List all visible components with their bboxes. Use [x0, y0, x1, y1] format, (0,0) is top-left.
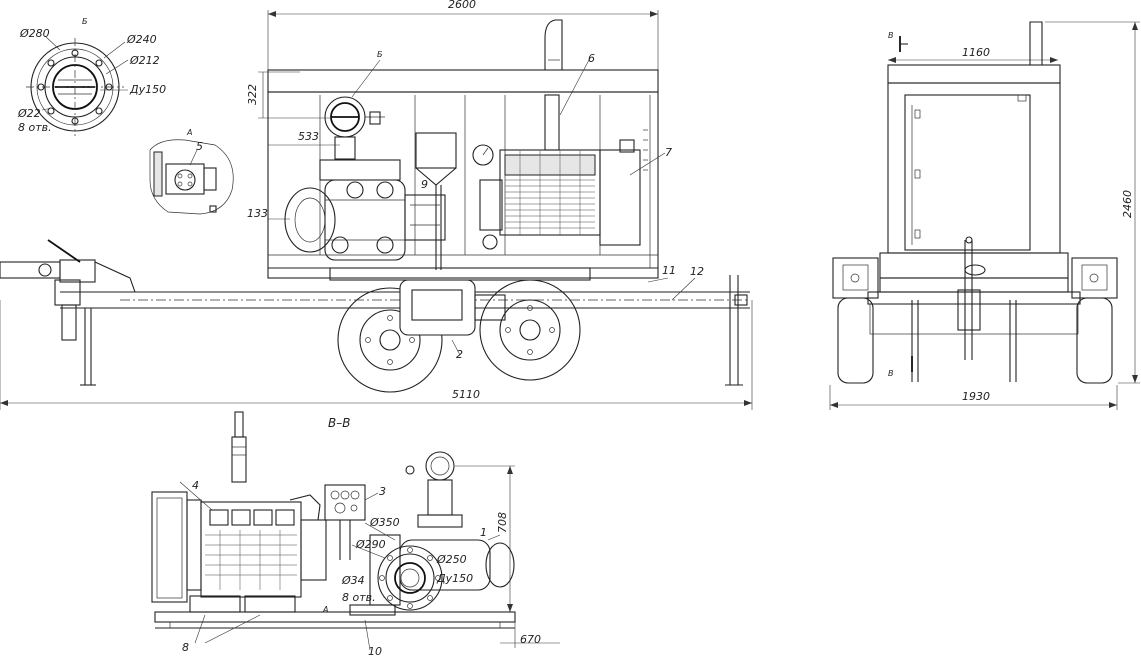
flange-d280-label: Ø280 [19, 27, 50, 40]
callout-9: 9 [421, 178, 428, 191]
section-engine-details [205, 509, 297, 590]
flange-bolt-holes [37, 49, 113, 125]
dim-708: 708 [496, 512, 509, 533]
dim-322: 322 [246, 84, 259, 105]
flange-d22-label: Ø22 [17, 107, 41, 120]
flange-dn150-label: Ду150 [129, 83, 166, 96]
dim-2460: 2460 [1121, 190, 1134, 218]
section-d250: Ø250 [436, 553, 467, 566]
callout-3: 3 [379, 485, 386, 498]
section-mark-bottom: В [888, 369, 894, 378]
callout-12: 12 [690, 265, 704, 278]
callout-2: 2 [456, 348, 463, 361]
flange-d212-label: Ø212 [129, 54, 160, 67]
dim-2600: 2600 [448, 0, 476, 11]
section-d350: Ø350 [369, 516, 400, 529]
flange-d240-label: Ø240 [126, 33, 157, 46]
callout-8: 8 [182, 641, 189, 654]
section-mark-top: В [888, 31, 894, 40]
callout-11: 11 [662, 264, 676, 277]
dim-1160: 1160 [962, 46, 990, 59]
section-title: В–В [328, 416, 350, 430]
detail-a: А 5 [149, 128, 234, 215]
section-view-letter-a: А [322, 605, 328, 614]
side-view: 2600 322 533 133 Б [0, 0, 753, 410]
callout-1: 1 [480, 526, 487, 539]
dim-533: 533 [298, 130, 319, 143]
flange-holes-label: 8 отв. [18, 121, 52, 134]
callout-6: 6 [588, 52, 595, 65]
engine-cylinder-fins [505, 150, 595, 235]
flange-view-letter: Б [82, 17, 88, 26]
dim-1930: 1930 [962, 390, 990, 403]
detail-a-view-letter: А [186, 128, 192, 137]
wheel-bolts [365, 305, 555, 365]
section-d34: Ø34 [341, 574, 365, 587]
section-view: В–В 4 [151, 411, 560, 658]
callout-10: 10 [368, 645, 382, 658]
callout-4: 4 [192, 479, 199, 492]
detail-a-callout: 5 [196, 140, 203, 153]
enclosure-louvres [643, 129, 648, 171]
section-holes: 8 отв. [342, 591, 376, 604]
section-dn150: Ду150 [436, 572, 473, 585]
dim-670: 670 [520, 633, 541, 646]
section-d290: Ø290 [355, 538, 386, 551]
dim-133: 133 [247, 207, 268, 220]
end-view: В В 1160 2460 1930 [829, 21, 1140, 410]
pump-flange-bolts [379, 547, 441, 609]
flange-detail: Б Ø280 Ø240 Ø212 Ду150 Ø22 8 отв. [17, 17, 166, 136]
side-view-letter-b: Б [377, 50, 383, 59]
callout-7: 7 [665, 146, 672, 159]
dim-5110: 5110 [452, 388, 480, 401]
